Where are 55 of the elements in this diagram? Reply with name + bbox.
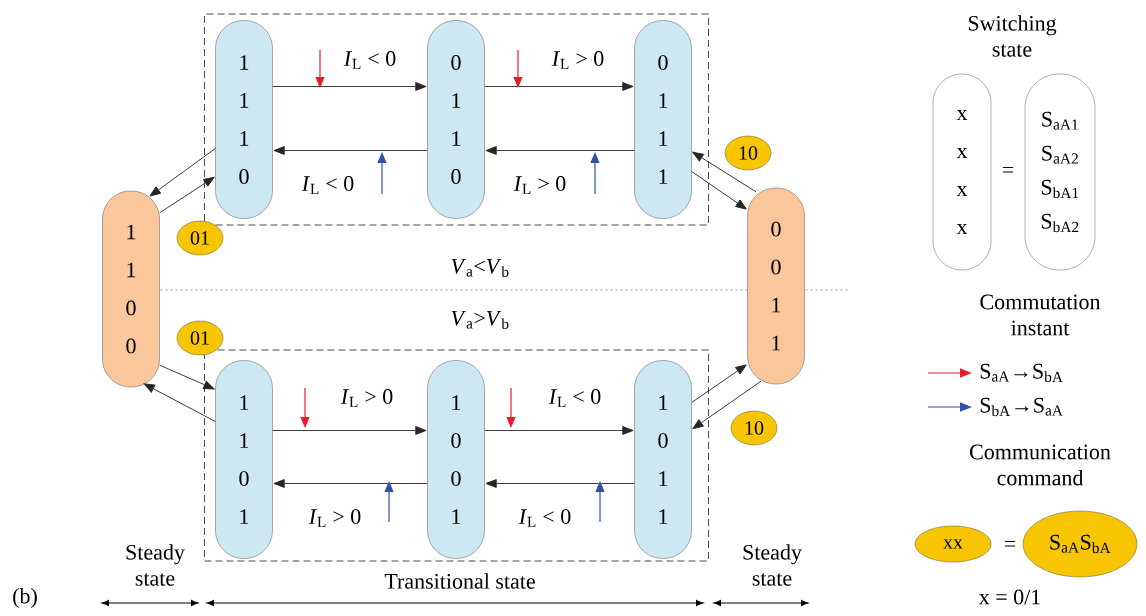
arrow — [484, 82, 634, 91]
label: Communication command — [970, 444, 1111, 486]
arrow — [143, 383, 216, 422]
label: Steady state — [743, 544, 802, 586]
state-pill: 0 1 1 1 — [634, 20, 692, 219]
arrow — [485, 479, 635, 488]
dashed-frame — [204, 349, 709, 562]
state-pill: 0 1 1 0 — [427, 20, 485, 219]
command-oval: 01 — [176, 220, 224, 256]
steady-state-pill: 1 1 0 0 — [102, 190, 160, 388]
state-pill: 1 0 1 1 — [634, 360, 692, 559]
edge-label: I$_{L}$ < 0 — [301, 176, 354, 194]
arrow — [692, 380, 762, 430]
state-pill: 1 0 0 1 — [427, 360, 485, 559]
legend-label: S$_{bA}$→S$_{aA}$ — [980, 397, 1063, 417]
legend-label: S$_{aA}$→S$_{bA}$ — [980, 363, 1063, 383]
arrow — [485, 146, 635, 155]
arrow — [273, 479, 428, 488]
arrow — [159, 364, 215, 390]
edge-label: I$_{L}$ > 0 — [513, 176, 566, 194]
arrow — [273, 146, 428, 155]
edge-label: I$_{L}$ > 0 — [340, 389, 393, 407]
state-pill: x x x x — [932, 73, 992, 271]
arrow — [484, 426, 634, 435]
command-oval: 10 — [730, 410, 778, 446]
edge-label: I$_{L}$ < 0 — [548, 389, 601, 407]
label: Switching state — [968, 15, 1057, 57]
label: V$_{a}$<V$_{b}$ — [451, 258, 509, 278]
label: = — [1002, 166, 1014, 173]
command-oval: 10 — [724, 135, 772, 171]
label: (b) — [13, 588, 37, 608]
command-oval: S$_{aA}$S$_{bA}$ — [1022, 510, 1138, 578]
label: Steady state — [126, 544, 185, 586]
edge-label: I$_{L}$ > 0 — [551, 51, 604, 69]
edge-label: I$_{L}$ > 0 — [308, 509, 361, 527]
arrow — [692, 151, 757, 193]
label: = — [1004, 540, 1016, 547]
arrow — [272, 82, 427, 91]
switch-pill: S$_{aA1}$ S$_{aA2}$ S$_{bA1}$ S$_{bA2}$ — [1024, 73, 1096, 271]
arrow — [149, 148, 216, 197]
label: Commutation instant — [980, 294, 1101, 336]
edge-label: I$_{L}$ < 0 — [518, 509, 571, 527]
command-oval: xx — [914, 525, 992, 563]
edge-label: I$_{L}$ < 0 — [343, 51, 396, 69]
arrow — [691, 364, 747, 403]
label: x = 0/1 — [978, 589, 1040, 605]
arrow — [272, 426, 427, 435]
steady-state-pill: 0 0 1 1 — [747, 187, 805, 385]
command-oval: 01 — [176, 320, 224, 356]
state-pill: 1 1 0 1 — [215, 360, 273, 559]
arrow — [691, 171, 747, 210]
state-pill: 1 1 1 0 — [215, 20, 273, 219]
dashed-frame — [204, 13, 709, 226]
arrow — [159, 176, 215, 214]
label: V$_{a}$>V$_{b}$ — [451, 310, 509, 330]
